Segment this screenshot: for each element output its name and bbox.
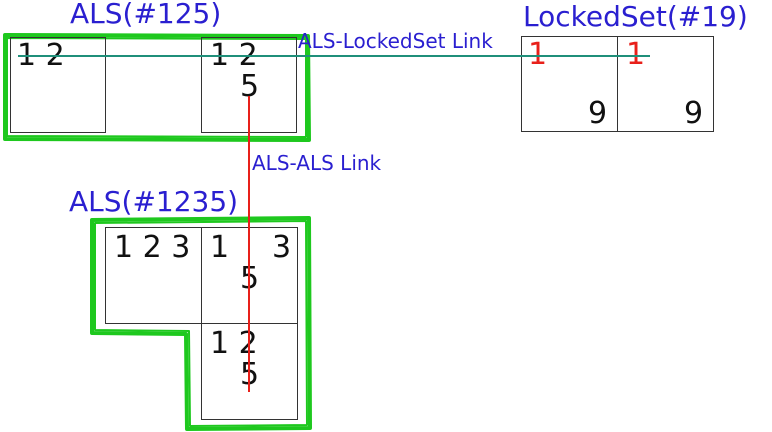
cell-candidate-5: 5 — [240, 69, 260, 104]
cell-candidate-1: 1 — [626, 37, 646, 72]
cell-candidate-1: 1 — [210, 230, 230, 265]
lockedset-cell-1: 1 9 — [521, 36, 618, 132]
als-125-border-inner — [6, 37, 307, 138]
als-1235-border-inner — [94, 220, 308, 427]
cell-candidate-3: 3 — [272, 230, 292, 265]
als-lockedset-link-label: ALS-LockedSet Link — [298, 29, 493, 53]
als-1235-title: ALS(#1235) — [69, 185, 239, 218]
als-1235-border — [90, 216, 312, 431]
als-125-border — [3, 33, 311, 142]
cell-candidate-9: 9 — [588, 96, 608, 131]
cell-candidates: 1 2 3 — [114, 230, 191, 265]
lockedset-cell-2: 1 9 — [617, 36, 714, 132]
als-als-link-label: ALS-ALS Link — [252, 151, 382, 175]
cell-candidate-9: 9 — [684, 96, 704, 131]
als-125-title: ALS(#125) — [70, 0, 222, 30]
cell-candidate-1: 1 — [528, 37, 548, 72]
lockedset-19-title: LockedSet(#19) — [523, 0, 748, 33]
